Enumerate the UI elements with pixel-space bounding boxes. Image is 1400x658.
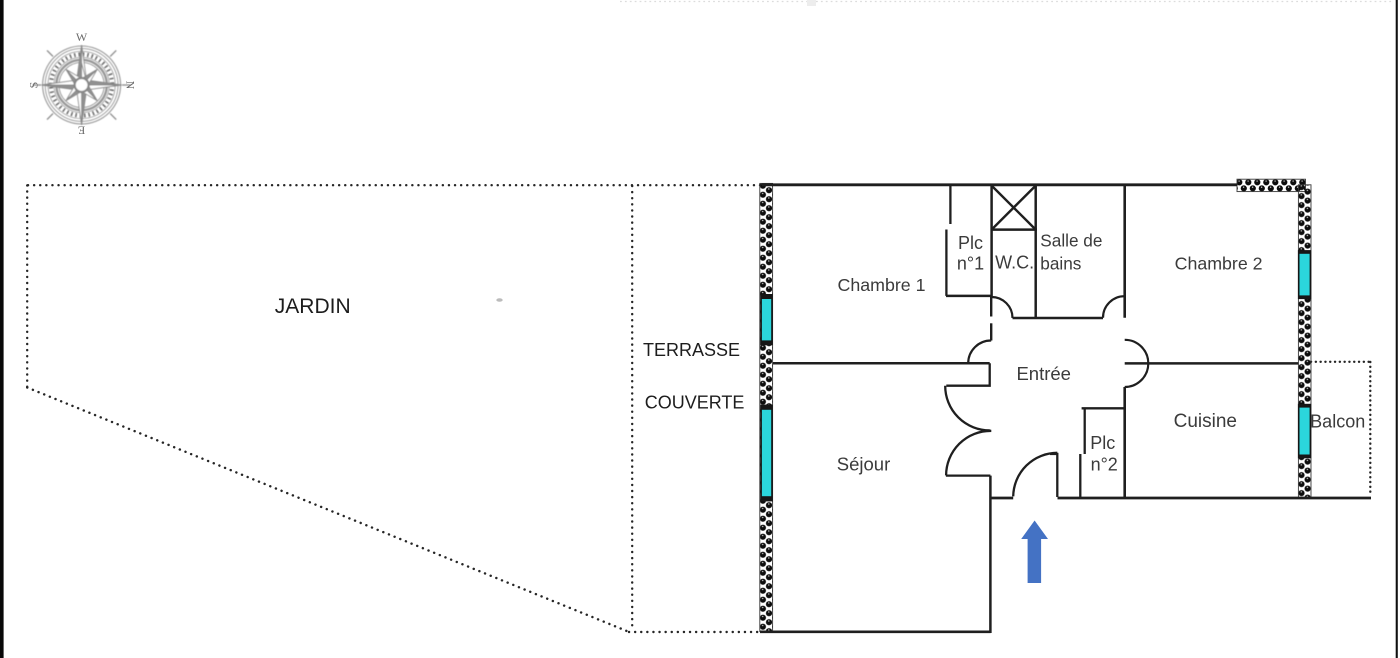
svg-text:n°1: n°1 (957, 253, 984, 273)
svg-text:Chambre 1: Chambre 1 (838, 275, 926, 295)
svg-text:S: S (26, 82, 40, 89)
svg-text:Entrée: Entrée (1016, 363, 1071, 384)
svg-text:TERRASSE: TERRASSE (643, 340, 740, 360)
svg-text:Chambre 2: Chambre 2 (1175, 253, 1263, 273)
svg-text:Balcon: Balcon (1310, 412, 1365, 432)
svg-text:JARDIN: JARDIN (275, 295, 351, 318)
svg-text:Séjour: Séjour (837, 453, 890, 474)
svg-text:n°2: n°2 (1091, 455, 1118, 475)
svg-text:Plc: Plc (1090, 433, 1115, 453)
svg-text:bains: bains (1040, 253, 1081, 273)
svg-text:N: N (123, 81, 137, 90)
svg-text:W: W (76, 30, 88, 44)
svg-text:Salle de: Salle de (1040, 230, 1102, 250)
svg-text:W.C.: W.C. (995, 253, 1034, 273)
svg-text:E: E (78, 124, 85, 138)
svg-text:Plc: Plc (958, 233, 983, 253)
svg-text:COUVERTE: COUVERTE (645, 392, 745, 412)
svg-text:Cuisine: Cuisine (1174, 411, 1237, 432)
